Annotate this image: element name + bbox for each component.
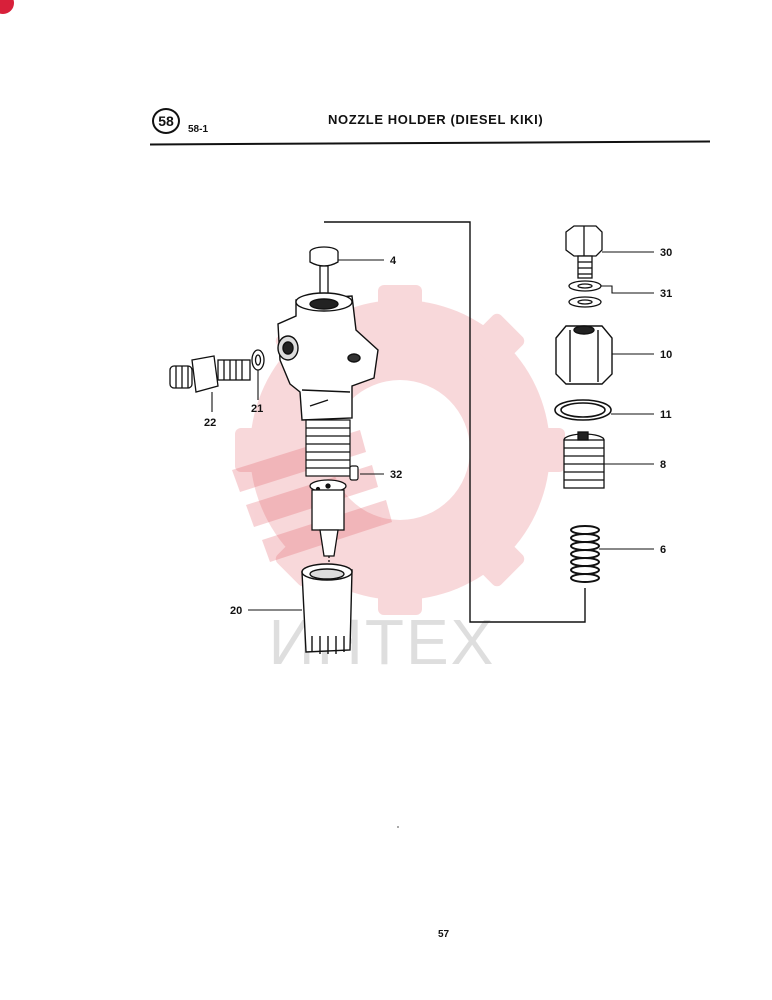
part-22-inlet-connector [169, 355, 251, 393]
label-part-4: 4 [390, 255, 397, 267]
part-4-push-rod [309, 246, 339, 311]
part-32-pin [349, 465, 359, 481]
label-part-20: 20 [230, 605, 242, 617]
leader-lines [211, 251, 654, 611]
part-20-retaining-nut [301, 563, 353, 654]
corner-badge [0, 0, 14, 14]
part-31-gasket [568, 280, 602, 308]
label-part-31: 31 [660, 288, 672, 300]
part-holder-threads [305, 419, 351, 477]
label-part-11: 11 [660, 409, 672, 421]
section-number-badge: 58 [152, 108, 180, 134]
label-part-21: 21 [251, 403, 263, 415]
page-title: NOZZLE HOLDER (DIESEL KIKI) [328, 112, 544, 127]
label-part-8: 8 [660, 459, 666, 471]
part-10-cap-nut [555, 325, 613, 385]
section-sub-number: 58-1 [188, 124, 209, 135]
label-part-22: 22 [204, 417, 216, 429]
label-part-6: 6 [660, 544, 666, 556]
label-part-10: 10 [660, 349, 672, 361]
part-30-cap-bolt [565, 225, 603, 279]
part-holder-body [277, 292, 379, 421]
label-part-32: 32 [390, 469, 402, 481]
part-21-washer [251, 349, 265, 371]
part-nozzle [309, 479, 347, 570]
part-8-adjusting-screw [563, 431, 605, 489]
part-6-spring [570, 525, 600, 583]
page-number: 57 [438, 929, 450, 940]
assembly-bracket-line [324, 221, 586, 623]
label-part-30: 30 [660, 247, 672, 259]
scan-speck [397, 826, 399, 828]
page-header: 58 58-1 NOZZLE HOLDER (DIESEL KIKI) [0, 0, 772, 160]
watermark-text: ИНТЕХ [269, 606, 496, 678]
part-11-o-ring [554, 399, 612, 421]
